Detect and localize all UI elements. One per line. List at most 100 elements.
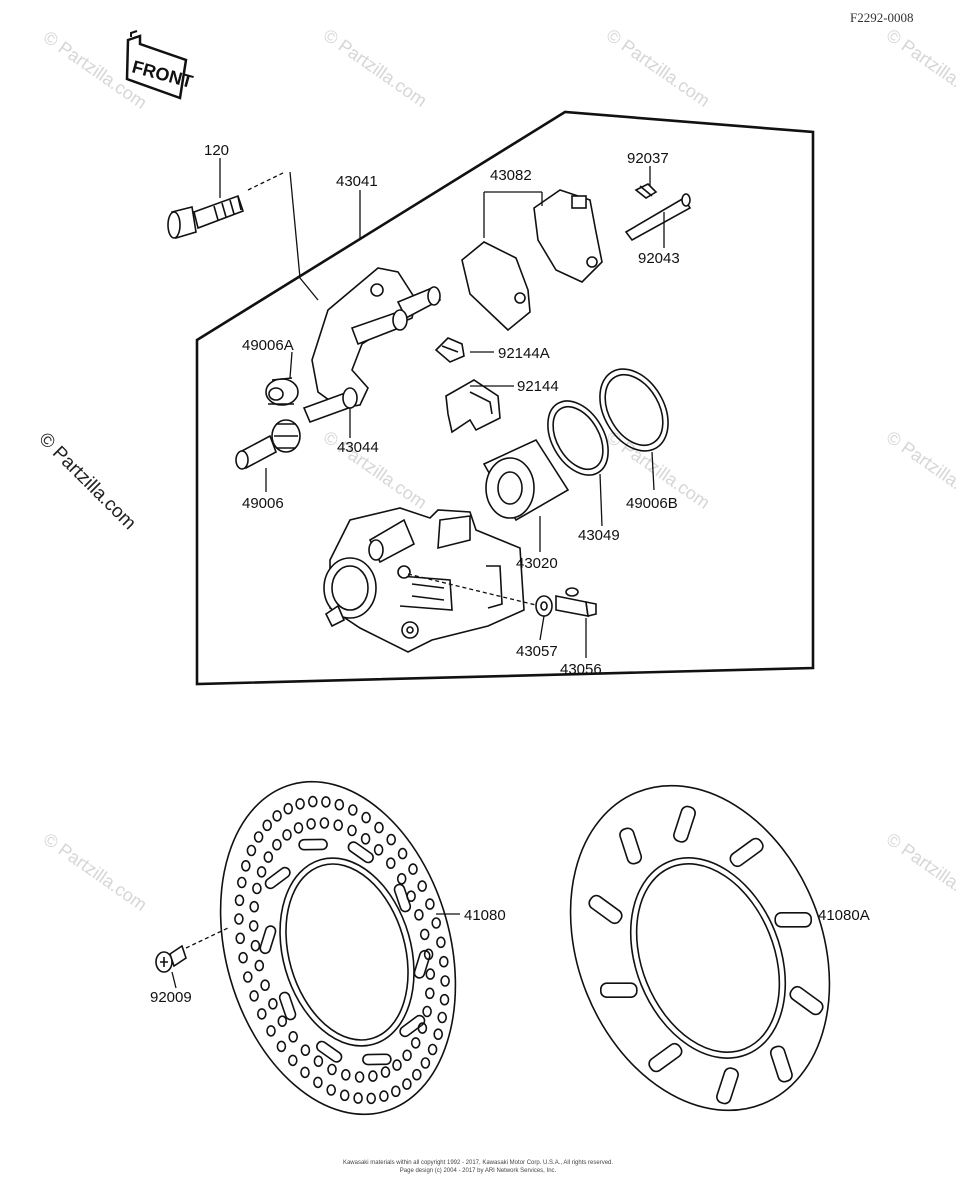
disc-hole	[380, 1066, 391, 1078]
leader-lines	[171, 158, 665, 989]
disc-hole	[252, 882, 262, 895]
disc-hole	[366, 1092, 377, 1105]
disc-hole	[353, 1092, 363, 1104]
page-design-line: Page design (c) 2004 - 2017 by ARI Netwo…	[400, 1168, 557, 1174]
disc-hole	[425, 968, 436, 980]
disc-hole	[419, 928, 430, 941]
disc-hole	[250, 939, 261, 952]
disc-hole	[256, 1008, 267, 1020]
disc-hole	[277, 1015, 288, 1028]
disc-hole	[282, 829, 292, 841]
disc-hole	[340, 1069, 351, 1081]
disc-slot	[399, 1014, 426, 1038]
brake-disc-41080A	[569, 784, 831, 1112]
disc-hole	[237, 876, 247, 889]
disc-hole	[425, 898, 435, 910]
disc-slot	[259, 925, 277, 955]
disc-hole	[333, 819, 344, 832]
disc-hole	[260, 979, 270, 992]
disc-hole	[373, 843, 384, 856]
disc-hole	[354, 1071, 365, 1083]
disc-slot	[673, 805, 696, 843]
disc-slot	[362, 1053, 392, 1066]
label-43056: 43056	[560, 661, 602, 678]
disc-hole	[360, 832, 371, 845]
disc-slot	[729, 837, 764, 868]
pin-boot-49006	[235, 419, 301, 470]
washer-43057	[535, 595, 553, 617]
disc-hole	[422, 1005, 432, 1018]
boot-49006A	[265, 377, 299, 406]
disc-hole	[414, 908, 424, 921]
pin-clip-92037	[634, 183, 658, 199]
disc-hole	[397, 847, 408, 860]
disc-hole	[253, 831, 264, 843]
disc-hole	[321, 796, 331, 808]
disc-hole	[283, 802, 294, 815]
disc-hole	[411, 1068, 422, 1081]
disc-slot	[789, 985, 824, 1016]
disc-hole	[268, 997, 278, 1010]
label-49006B: 49006B	[626, 495, 678, 512]
side-watermark: © Partzilla.com	[34, 429, 139, 534]
disc-slot	[413, 949, 431, 979]
disc-hole	[385, 857, 396, 870]
disc-hole	[248, 920, 259, 932]
disc-hole	[439, 993, 450, 1006]
disc-slot	[278, 991, 297, 1021]
disc-hole	[347, 824, 357, 837]
disc-hole	[243, 971, 253, 983]
label-49006A: 49006A	[242, 337, 294, 354]
label-49006: 49006	[242, 495, 284, 512]
disc-hole	[234, 894, 245, 907]
disc-hole	[276, 1040, 287, 1053]
disc-hole	[410, 1037, 421, 1049]
label-43049: 43049	[578, 527, 620, 544]
watermark: © Partzilla.com	[883, 829, 956, 915]
disc-hole	[238, 951, 248, 964]
watermark: © Partzilla.com	[883, 427, 956, 513]
disc-hole	[334, 798, 345, 811]
disc-hole	[272, 810, 282, 822]
disc-hole	[339, 1089, 350, 1102]
disc-slot	[588, 894, 623, 925]
disc-hole	[263, 851, 274, 863]
disc-slot	[599, 982, 638, 999]
disc-slot	[316, 1040, 343, 1063]
disc-hole	[374, 821, 384, 834]
disc-hole	[307, 795, 318, 808]
disc-hole	[235, 932, 245, 945]
disc-hole	[272, 838, 282, 851]
disc-hole	[319, 817, 330, 829]
piston-43020	[482, 438, 570, 522]
disc-slot	[769, 1045, 793, 1083]
disc-hole	[361, 811, 371, 824]
disc-hole	[288, 1031, 299, 1043]
disc-hole	[379, 1090, 389, 1102]
disc-hole	[327, 1063, 337, 1076]
disc-slot	[393, 883, 412, 913]
disc-slot	[716, 1067, 739, 1105]
disc-hole	[420, 1057, 431, 1069]
disc-slot	[264, 866, 291, 890]
disc-hole	[293, 822, 304, 834]
watermark: © Partzilla.com	[320, 25, 431, 111]
disc-hole	[436, 936, 446, 949]
label-92144: 92144	[517, 378, 559, 395]
spring-plate-92144	[445, 379, 501, 434]
disc-hole	[266, 1025, 276, 1037]
disc-hole	[313, 1076, 323, 1089]
disc-hole	[386, 833, 397, 846]
screw-92009	[155, 927, 229, 973]
disc-hole	[427, 1043, 438, 1056]
disc-hole	[306, 818, 316, 830]
label-92009: 92009	[150, 989, 192, 1006]
diagram-code: F2292-0008	[850, 10, 914, 25]
disc-hole	[249, 990, 259, 1002]
bolt-120	[167, 171, 286, 240]
copyright-line: Kawasaki materials within all copyright …	[343, 1160, 613, 1166]
disc-slot	[774, 911, 813, 928]
disc-hole	[313, 1055, 324, 1067]
disc-hole	[424, 987, 435, 1000]
label-92144A: 92144A	[498, 345, 550, 362]
